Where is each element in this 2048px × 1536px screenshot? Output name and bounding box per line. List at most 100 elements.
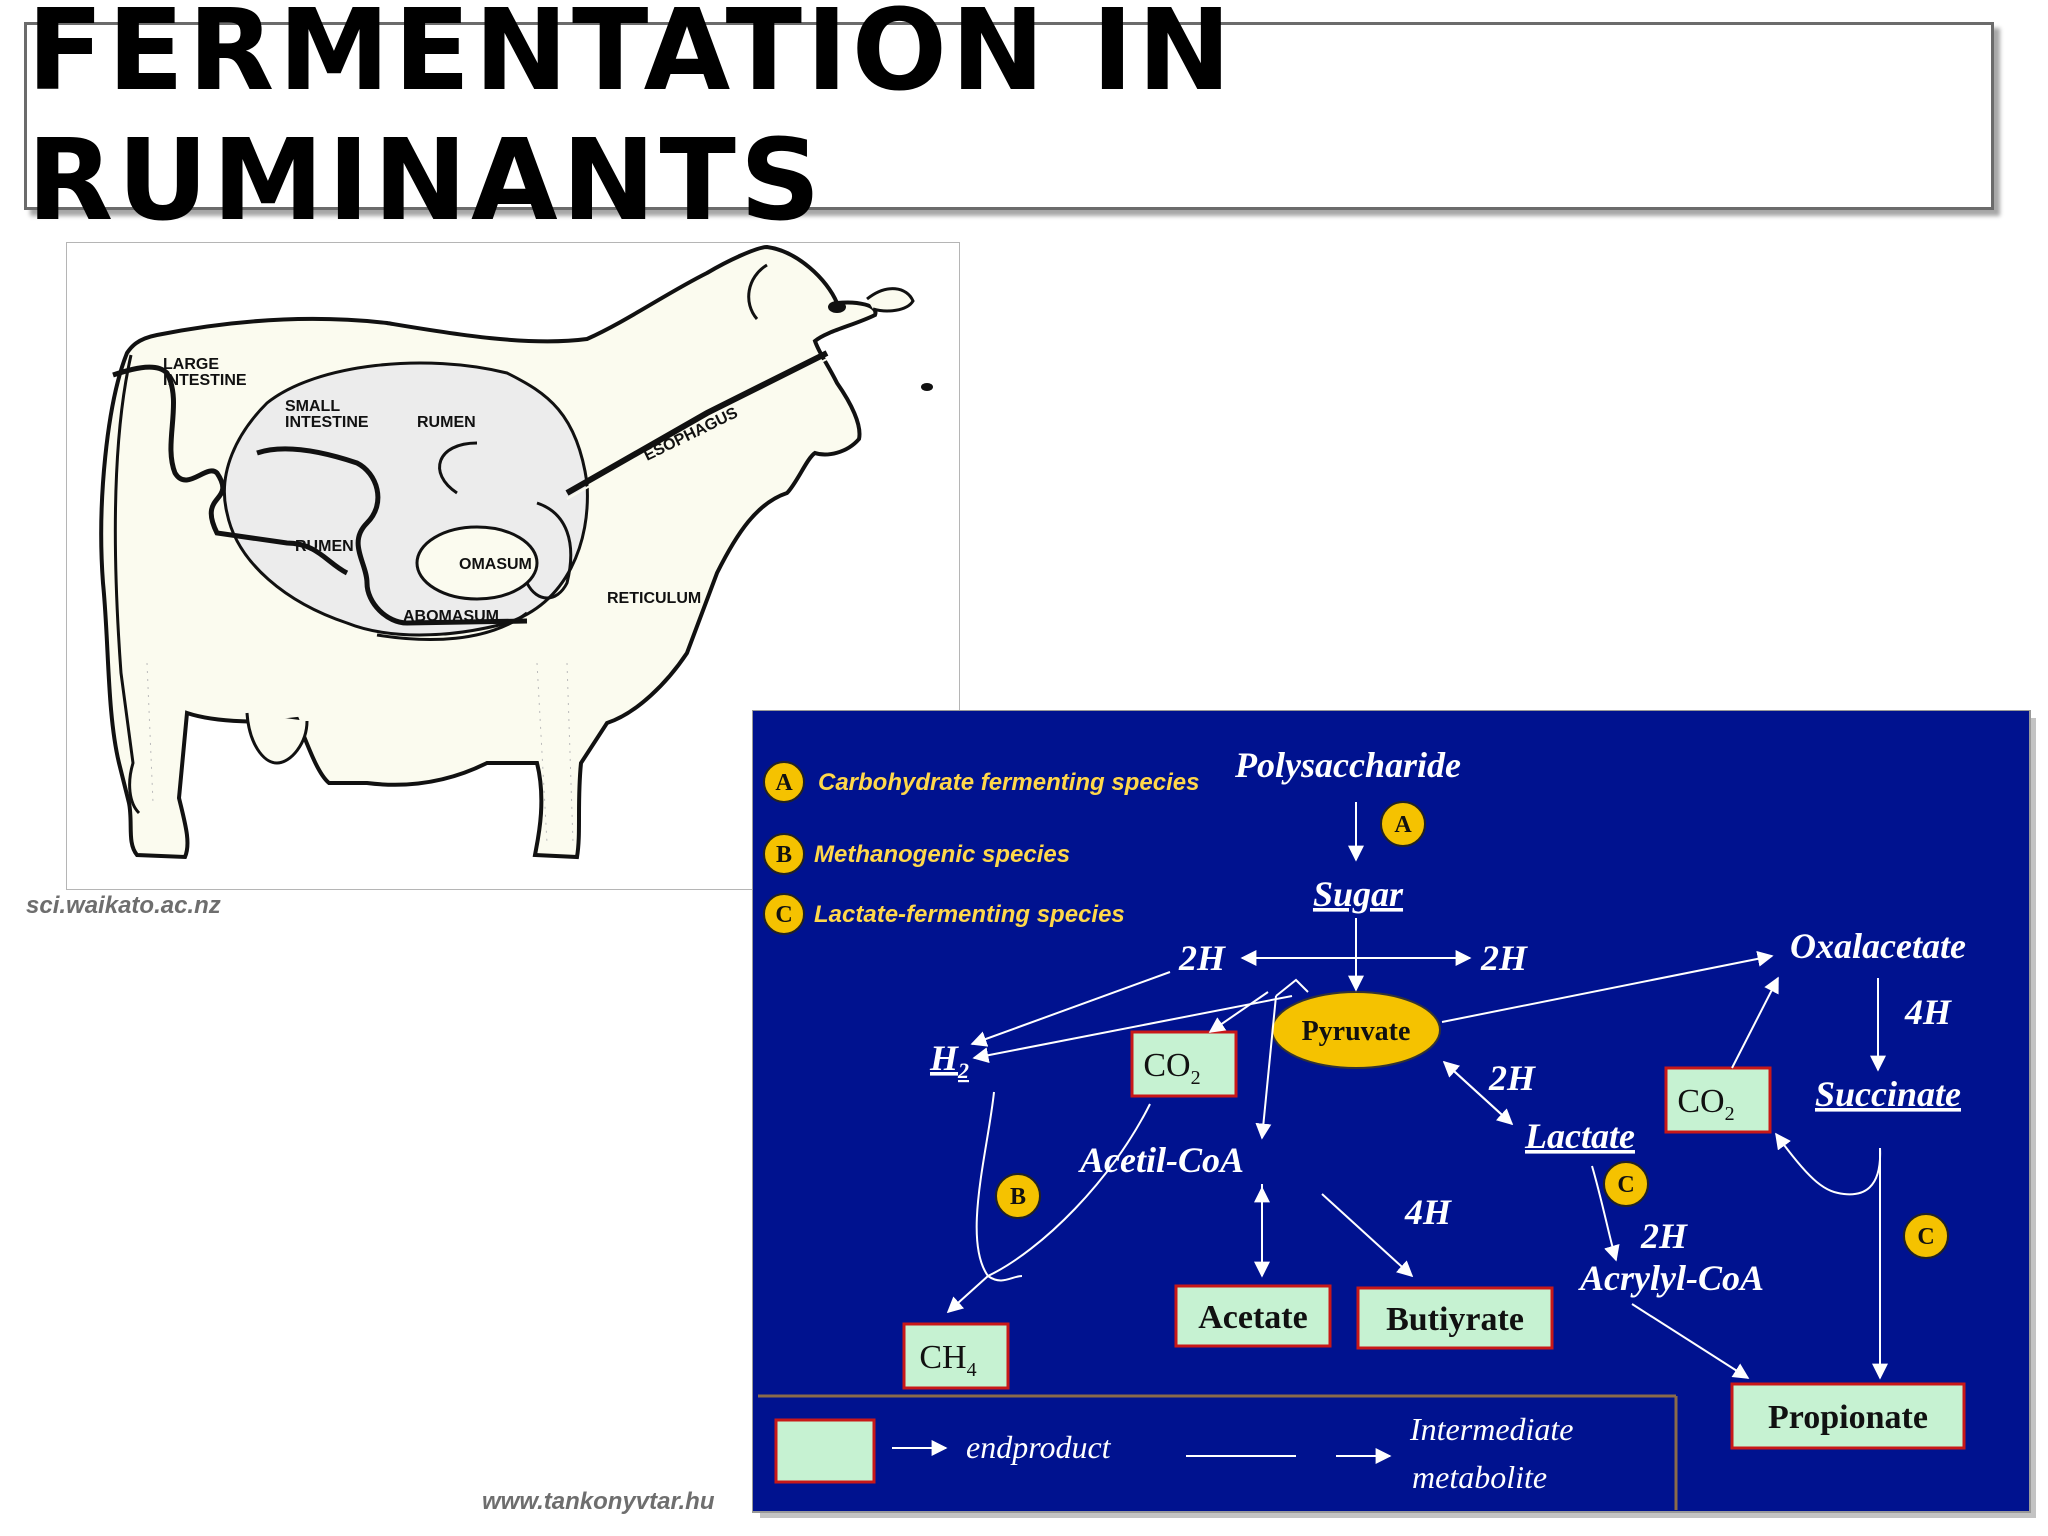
legend-badge-b-label: B [776, 842, 792, 868]
arrow-co2-oxal [1731, 976, 1779, 1069]
box-acetate [1174, 1284, 1332, 1348]
cow-nostril [921, 383, 933, 391]
box-co2-left [1130, 1030, 1238, 1098]
box-co2-right [1664, 1066, 1772, 1134]
cow-illustration: LARGE INTESTINE SMALL INTESTINE RUMEN RU… [66, 242, 960, 890]
box-butiyrate [1356, 1286, 1554, 1350]
node-propionate: Propionate [1768, 1399, 1928, 1436]
legend: A Carbohydrate fermenting species B Meth… [763, 761, 1199, 935]
box-propionate [1730, 1382, 1966, 1450]
node-2h-left: 2H [1178, 938, 1226, 978]
node-acetate: Acetate [1198, 1299, 1307, 1336]
node-co2-right-main: CO [1677, 1083, 1724, 1120]
cow-horn [866, 287, 915, 313]
page-title: FERMENTATION IN RUMINANTS [27, 0, 1236, 246]
node-ch4: CH4 [919, 1339, 976, 1381]
node-acrylyl-coa: Acrylyl-CoA [1578, 1258, 1764, 1298]
legend-badge-c [763, 893, 805, 935]
node-co2-right-sub: 2 [1725, 1103, 1735, 1125]
node-ch4-main: CH [919, 1339, 966, 1376]
legend-badge-b [763, 833, 805, 875]
badge-a-label: A [1394, 812, 1412, 838]
node-oxalacetate: Oxalacetate [1790, 926, 1966, 966]
fermentation-pathway-diagram: A Carbohydrate fermenting species B Meth… [752, 710, 2036, 1518]
label-large-intestine-2: INTESTINE [163, 372, 247, 389]
badge-c1 [1603, 1161, 1649, 1207]
key-intermediate-label-1: Intermediate [1409, 1411, 1574, 1447]
node-ch4-sub: 4 [967, 1359, 977, 1381]
arrow-pyr-acetil [1255, 995, 1277, 1140]
legend-badge-a [763, 761, 805, 803]
node-sugar: Sugar [1313, 874, 1404, 914]
legend-text-b: Methanogenic species [814, 841, 1070, 868]
node-co2-left-main: CO [1143, 1047, 1190, 1084]
box-ch4 [902, 1322, 1010, 1390]
node-butiyrate: Butiyrate [1386, 1301, 1524, 1338]
badge-c2 [1903, 1213, 1949, 1259]
arrow-acrylyl-propionate [1631, 1303, 1750, 1379]
node-succinate: Succinate [1815, 1074, 1961, 1114]
arrow-succinate-co2 [1775, 1132, 1882, 1196]
badge-c1-label: C [1617, 1172, 1634, 1198]
node-co2-right: CO2 [1677, 1083, 1734, 1125]
node-h2: H2 [929, 1038, 969, 1083]
node-2h-lactate: 2H [1488, 1058, 1536, 1098]
large-intestine-path [112, 364, 349, 576]
badge-b-label: B [1010, 1184, 1026, 1210]
arrow-h2-ch4 [975, 1091, 1023, 1282]
pathway-credit: www.tankonyvtar.hu [482, 1488, 715, 1515]
title-box: FERMENTATION IN RUMINANTS [24, 0, 1994, 246]
node-lactate: Lactate [1524, 1116, 1635, 1156]
label-abomasum: ABOMASUM [403, 608, 499, 625]
arrow-lactate-pyr [1442, 1060, 1513, 1125]
arrow-pyr-h2 [972, 995, 1293, 1064]
cow-tail [113, 354, 141, 815]
node-polysaccharide: Polysaccharide [1234, 745, 1461, 785]
esophagus-inner [566, 358, 828, 500]
cow-udder [245, 712, 309, 765]
cow-credit: sci.waikato.ac.nz [26, 892, 221, 919]
node-4h-mid: 4H [1404, 1192, 1452, 1232]
node-2h-right: 2H [1480, 938, 1528, 978]
node-pyruvate: Pyruvate [1302, 1016, 1411, 1047]
label-small-intestine-2: INTESTINE [285, 414, 369, 431]
key-endproduct-box [774, 1418, 876, 1484]
arrow-acetil-butiyrate [1321, 1193, 1414, 1278]
legend-badge-c-label: C [775, 902, 792, 928]
badge-c2-label: C [1917, 1224, 1934, 1250]
legend-text-c: Lactate-fermenting species [814, 901, 1125, 928]
cow-ear [747, 263, 768, 320]
badge-a [1380, 801, 1426, 847]
reticulum-shape [525, 501, 573, 600]
legend-text-a: Carbohydrate fermenting species [818, 769, 1199, 796]
label-omasum: OMASUM [459, 556, 532, 573]
label-large-intestine-1: LARGE [163, 356, 219, 373]
arrow-lactate-acrylyl [1591, 1165, 1620, 1262]
badge-b [995, 1173, 1041, 1219]
arrow-pyr-oxal [1441, 950, 1774, 1023]
node-co2-left-sub: 2 [1191, 1067, 1201, 1089]
legend-badge-a-label: A [775, 770, 793, 796]
arrow-pyr-junction [1275, 978, 1309, 997]
node-2h-acrylyl: 2H [1640, 1216, 1688, 1256]
small-intestine-path [256, 446, 528, 626]
node-acetil-coa: Acetil-CoA [1078, 1140, 1244, 1180]
key-endproduct-label: endproduct [966, 1429, 1112, 1465]
cow-drawing: LARGE INTESTINE SMALL INTESTINE RUMEN RU… [99, 244, 933, 860]
label-reticulum: RETICULUM [607, 590, 701, 607]
abomasum-arrow [376, 611, 528, 641]
node-h2-main: H [929, 1038, 959, 1078]
omasum-shape [415, 525, 539, 601]
key-intermediate-label-2: metabolite [1412, 1459, 1547, 1495]
rumen-arrow [438, 441, 478, 495]
label-small-intestine-1: SMALL [285, 398, 340, 415]
node-co2-left: CO2 [1143, 1047, 1200, 1089]
node-4h-right: 4H [1904, 992, 1952, 1032]
arrow-co2-ch4 [946, 1103, 1151, 1314]
label-rumen-top: RUMEN [417, 414, 476, 431]
arrow-2hleft-h2 [970, 971, 1171, 1047]
esophagus-path [565, 350, 829, 496]
label-rumen-left: RUMEN [295, 538, 354, 555]
node-h2-sub: 2 [957, 1058, 969, 1083]
arrow-pyr-co2 [1208, 991, 1269, 1033]
